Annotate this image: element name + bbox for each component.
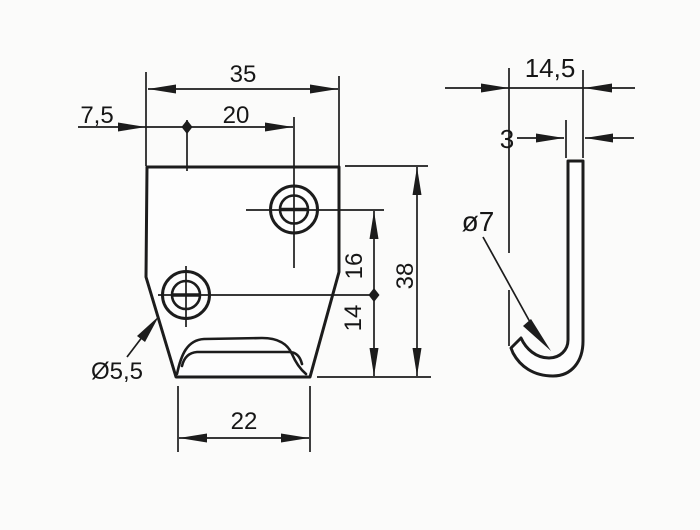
hook-diameter-label: ø7 [462,206,495,237]
dim-20-label: 20 [223,102,250,129]
dim-22-label: 22 [231,408,258,435]
side-view [509,159,585,378]
hook-diameter-leader-line [482,236,531,323]
dim-3-label: 3 [500,124,514,154]
dim-7-5-label: 7,5 [80,102,113,129]
dim-22-arrowhead-right [281,433,309,443]
front-view-dimensions: 35 7,5 20 16 14 38 22 Ø5,5 [78,61,431,452]
dim-14-label: 14 [340,305,367,332]
dim-7-5-arrowhead [118,122,146,132]
dim-35-arrowhead-right [310,84,338,94]
dim-14-5-arrowhead-left [481,83,509,93]
dim-16-arrowhead-up [369,211,379,239]
dim-14-arrowhead-down [369,348,379,376]
bent-lip-lower-edge [180,350,304,368]
dim-14-5-arrowhead-right [584,83,612,93]
dim-16-label: 16 [341,253,368,280]
dim-3-arrowhead-left [536,133,564,143]
hole-diameter-leader-arrowhead [137,316,159,342]
front-view [144,117,384,379]
dim-35-label: 35 [230,61,257,88]
dim-14-5-label: 14,5 [525,53,576,83]
dim-16-14-point-diamond [368,288,380,302]
side-view-hook-outline [509,159,585,378]
dim-38-label: 38 [392,263,419,290]
dim-3-arrowhead-right [585,133,613,143]
dim-35-arrowhead-left [148,84,176,94]
side-view-dimensions: 14,5 3 ø7 [445,53,635,351]
dim-38-arrowhead-up [412,167,422,195]
dim-20-arrowhead [265,122,293,132]
dim-22-arrowhead-left [179,433,207,443]
hook-diameter-leader-arrowhead [523,319,551,351]
dim-38-arrowhead-down [412,348,422,376]
bent-lip-upper-edge [175,336,308,376]
hole-diameter-label: Ø5,5 [91,358,143,385]
